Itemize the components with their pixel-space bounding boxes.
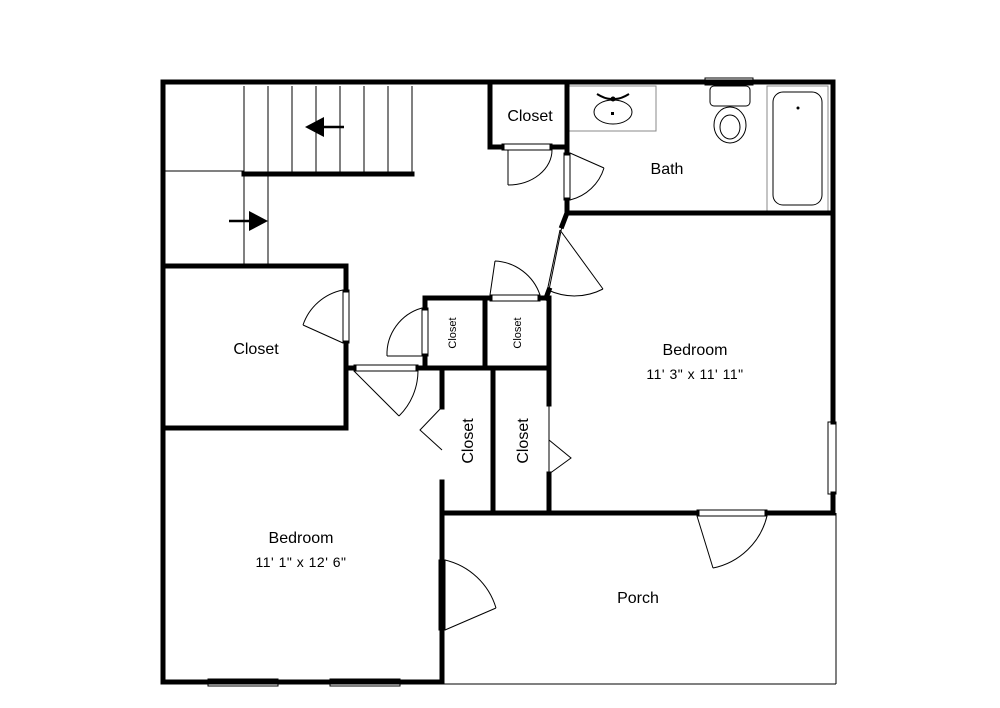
exterior-walls — [160, 79, 836, 685]
doors — [302, 143, 768, 631]
closet-small-2-label: Closet — [512, 317, 524, 348]
closet-top-label: Closet — [507, 108, 553, 125]
bathtub-icon — [766, 85, 829, 212]
interior-walls — [160, 79, 836, 685]
bath-label: Bath — [651, 161, 684, 178]
porch-label: Porch — [617, 590, 659, 607]
toilet-icon — [709, 85, 751, 144]
bedroom-left-name: Bedroom — [269, 530, 334, 547]
bedroom-right-dims: 11' 3" x 11' 11" — [646, 366, 743, 382]
bedroom-left-dims: 11' 1" x 12' 6" — [255, 554, 346, 570]
window-bedroom-right — [827, 421, 837, 495]
closet-small-1-label: Closet — [447, 317, 459, 348]
stair-down-arrow-icon — [305, 117, 344, 137]
porch-outline — [442, 513, 837, 685]
closet-vertical-2-label: Closet — [515, 418, 532, 464]
sink-icon — [593, 93, 633, 125]
stair-up-arrow-icon — [229, 211, 268, 231]
closet-left-label: Closet — [233, 341, 279, 358]
bedroom-right-name: Bedroom — [663, 342, 728, 359]
staircase — [165, 86, 413, 264]
closet-vertical-1-label: Closet — [460, 418, 477, 464]
